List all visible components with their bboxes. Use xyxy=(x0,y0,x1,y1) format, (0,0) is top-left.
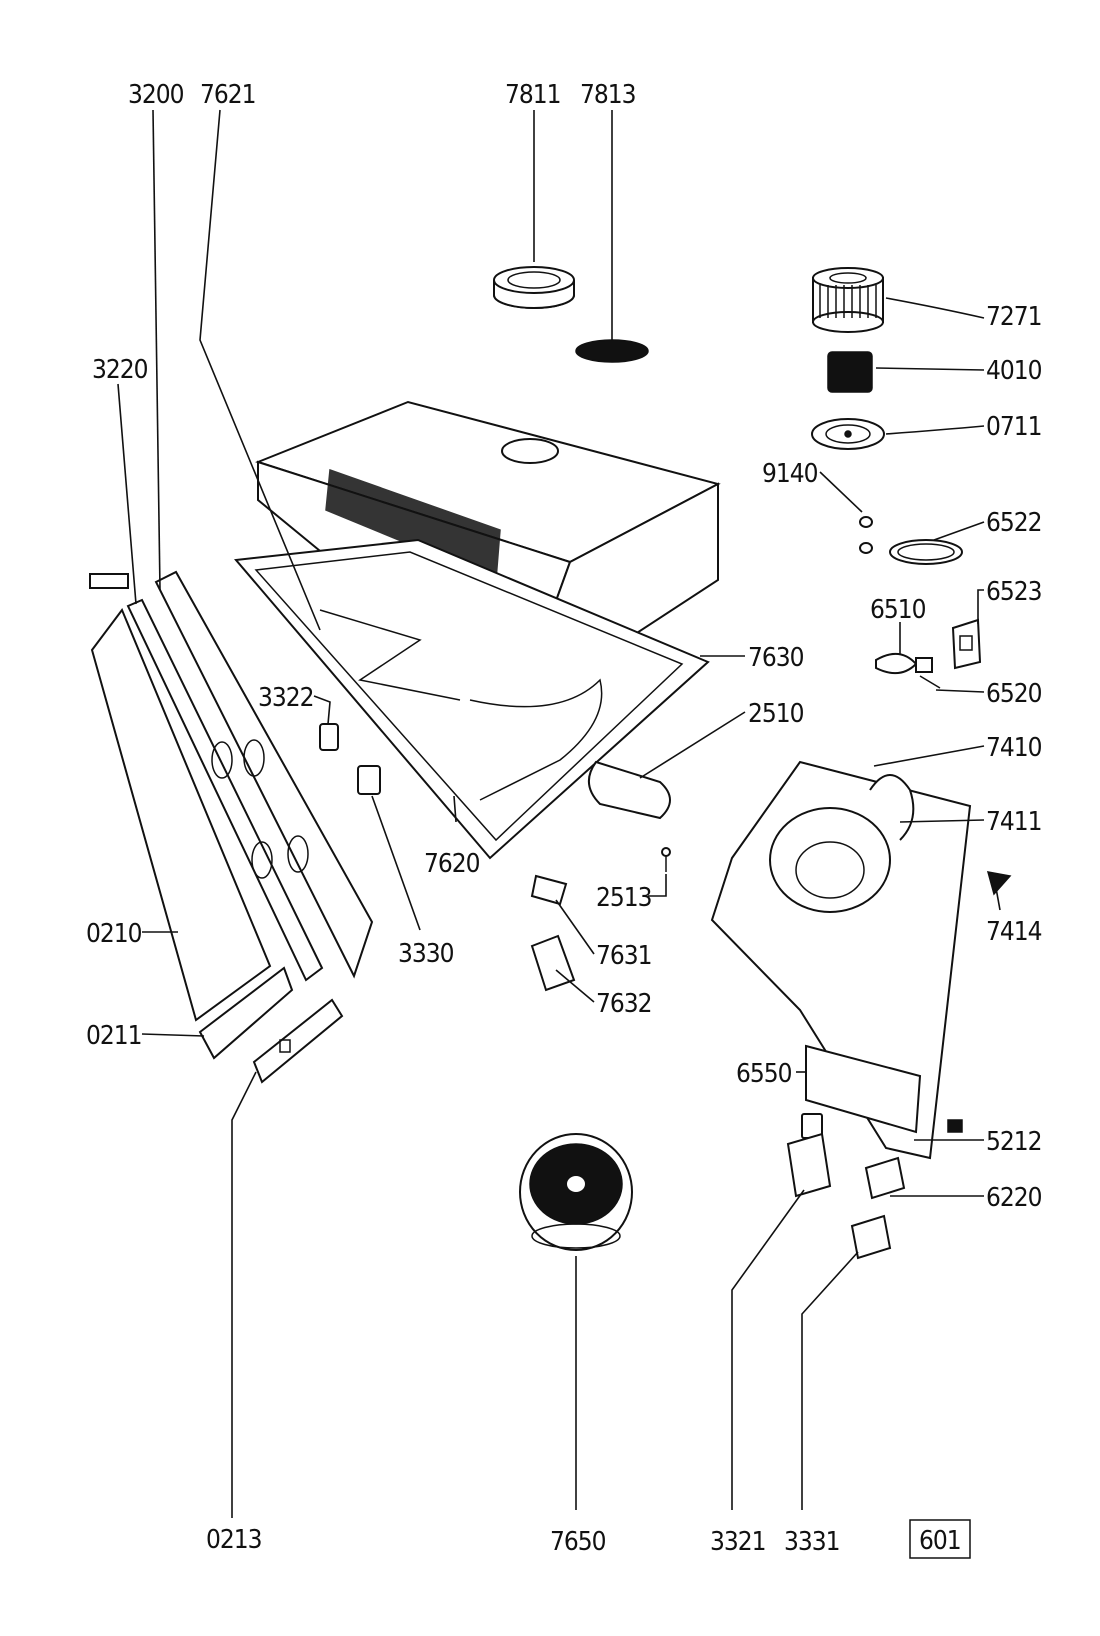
callout-2513: 2513 xyxy=(596,883,652,913)
callout-7411: 7411 xyxy=(986,807,1042,837)
bracket-0211 xyxy=(198,966,294,1060)
callout-3200: 3200 xyxy=(128,80,184,110)
callout-7620: 7620 xyxy=(424,849,480,879)
control-handle xyxy=(252,998,344,1084)
bracket-7631 xyxy=(530,874,568,906)
lamp-bulb xyxy=(875,653,941,689)
callout-2510: 2510 xyxy=(748,699,804,729)
callout-6523: 6523 xyxy=(986,577,1042,607)
callout-6520: 6520 xyxy=(986,679,1042,709)
callout-7410: 7410 xyxy=(986,733,1042,763)
front-panel xyxy=(154,570,374,979)
callout-6220: 6220 xyxy=(986,1183,1042,1213)
callout-4010: 4010 xyxy=(986,356,1042,386)
clip-3331 xyxy=(850,1214,892,1260)
callout-3330: 3330 xyxy=(398,939,454,969)
callout-7271: 7271 xyxy=(986,302,1042,332)
sheet-number-box: 601 xyxy=(909,1519,971,1559)
callout-0711: 0711 xyxy=(986,412,1042,442)
callout-7630: 7630 xyxy=(748,643,804,673)
sheet-number: 601 xyxy=(919,1526,961,1556)
callout-9140: 9140 xyxy=(762,459,818,489)
board-7632 xyxy=(530,934,576,992)
screw-2513 xyxy=(661,847,671,872)
callout-3321: 3321 xyxy=(710,1527,766,1557)
callout-0213: 0213 xyxy=(206,1525,262,1555)
charcoal-filter-7650 xyxy=(519,1133,633,1251)
callout-6550: 6550 xyxy=(736,1059,792,1089)
small-nuts xyxy=(859,516,873,554)
callout-7813: 7813 xyxy=(580,80,636,110)
callout-7631: 7631 xyxy=(596,941,652,971)
callout-7632: 7632 xyxy=(596,989,652,1019)
callout-7414: 7414 xyxy=(986,917,1042,947)
clip-3330 xyxy=(357,765,381,795)
callout-6510: 6510 xyxy=(870,595,926,625)
switch-block xyxy=(951,618,982,670)
callout-6522: 6522 xyxy=(986,508,1042,538)
trim-strip xyxy=(126,598,324,982)
callout-3322: 3322 xyxy=(258,683,314,713)
callout-3220: 3220 xyxy=(92,355,148,385)
clip-3322 xyxy=(319,723,339,751)
callout-0211: 0211 xyxy=(86,1021,142,1051)
motor-filter xyxy=(812,267,884,333)
exhaust-collar xyxy=(493,266,575,309)
callout-labels: 3200 7621 7811 7813 7271 4010 0711 9140 … xyxy=(86,80,1043,1557)
leader-lines xyxy=(117,109,1001,1518)
motor-disc xyxy=(811,418,885,450)
blower-housing xyxy=(710,760,1012,1160)
motor-block xyxy=(827,351,873,393)
lamp-cover xyxy=(889,539,963,565)
lamp-tube-2510 xyxy=(588,760,671,820)
callout-0210: 0210 xyxy=(86,919,142,949)
clip-3321 xyxy=(786,1132,832,1198)
callout-7621: 7621 xyxy=(200,80,256,110)
clip-6220 xyxy=(864,1156,906,1200)
carbon-grid-disc xyxy=(575,339,649,363)
callout-7650: 7650 xyxy=(550,1527,606,1557)
callout-3331: 3331 xyxy=(784,1527,840,1557)
filter-frame xyxy=(234,538,710,860)
callout-7811: 7811 xyxy=(505,80,561,110)
callout-5212: 5212 xyxy=(986,1127,1042,1157)
glass-panel xyxy=(89,573,272,1022)
